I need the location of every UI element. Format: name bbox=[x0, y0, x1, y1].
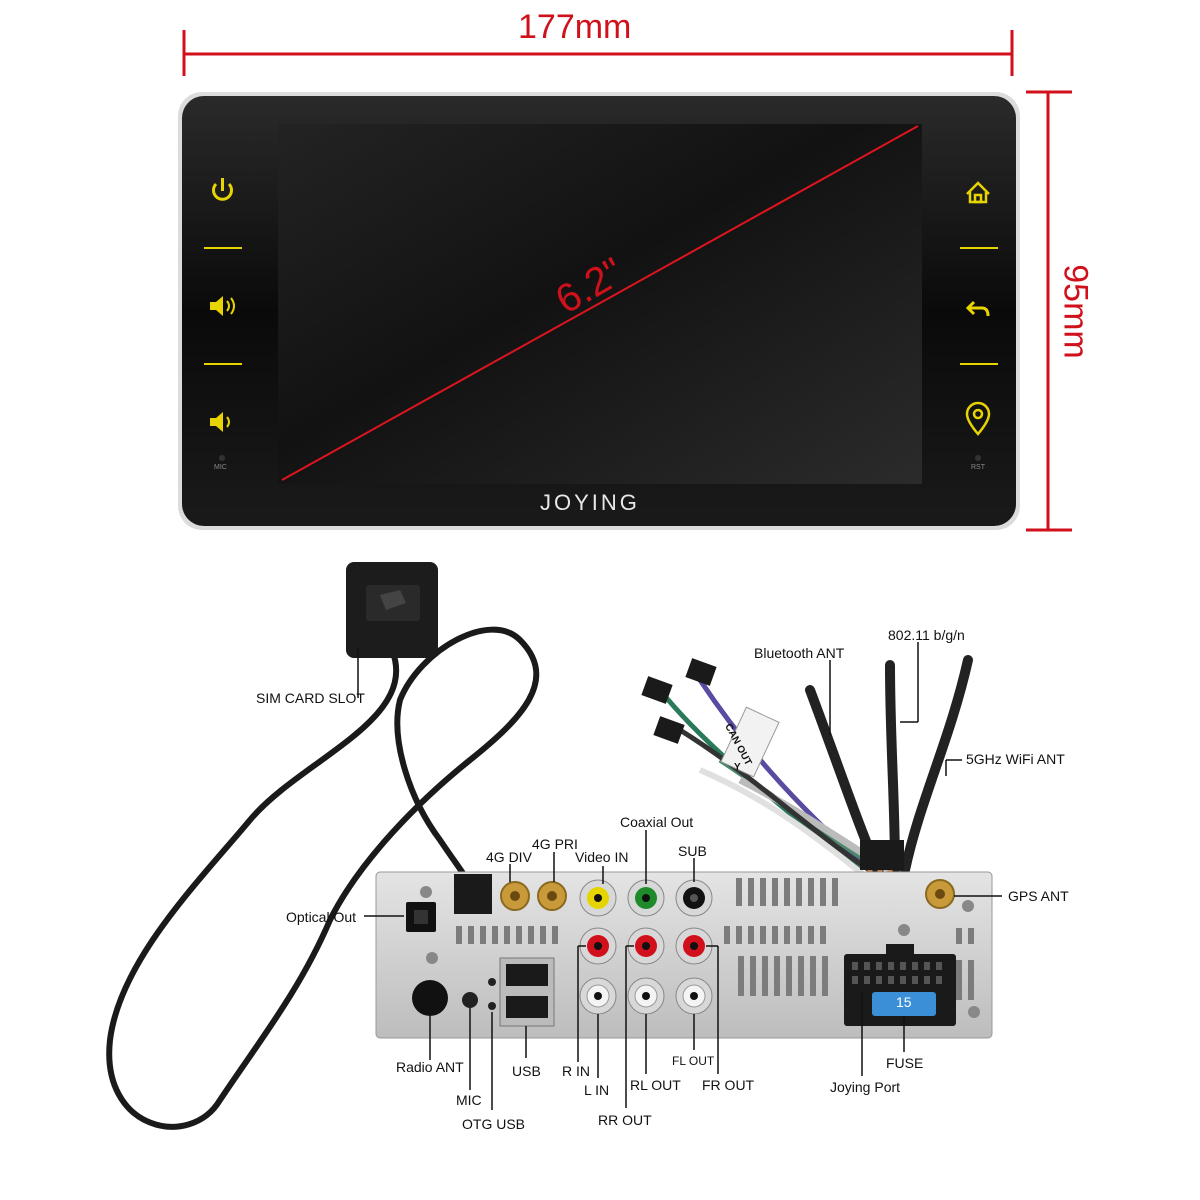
label-fl-out: FL OUT bbox=[672, 1054, 715, 1068]
label-rl-out: RL OUT bbox=[630, 1077, 681, 1093]
mic-hole bbox=[219, 455, 225, 461]
fuse bbox=[872, 992, 936, 1016]
radio-ant-port[interactable] bbox=[412, 980, 448, 1016]
brand-logo: JOYING bbox=[540, 490, 640, 515]
label-fuse: FUSE bbox=[886, 1055, 924, 1071]
mic-port[interactable] bbox=[462, 992, 478, 1008]
height-dimension bbox=[1026, 90, 1072, 532]
label-sub: SUB bbox=[678, 843, 707, 859]
fuse-rating: 15 bbox=[896, 994, 912, 1010]
wiring-harness bbox=[641, 655, 973, 900]
label-mic: MIC bbox=[456, 1092, 482, 1108]
label-rr-out: RR OUT bbox=[598, 1112, 652, 1128]
height-label: 95mm bbox=[1056, 264, 1095, 359]
label-gps-ant: GPS ANT bbox=[1008, 888, 1069, 904]
label-radio-ant: Radio ANT bbox=[396, 1059, 464, 1075]
label-4g-div: 4G DIV bbox=[486, 849, 532, 865]
label-otg-usb: OTG USB bbox=[462, 1116, 526, 1132]
label-l-in: L IN bbox=[584, 1082, 610, 1098]
home-icon[interactable] bbox=[966, 181, 990, 204]
volume-down-icon[interactable] bbox=[210, 412, 230, 432]
back-icon[interactable] bbox=[965, 300, 990, 317]
label-wifi-80211: 802.11 b/g/n bbox=[888, 627, 965, 643]
volume-up-icon[interactable] bbox=[210, 296, 235, 316]
rst-hole bbox=[975, 455, 981, 461]
width-label: 177mm bbox=[518, 8, 632, 46]
label-video-in: Video IN bbox=[575, 849, 629, 865]
label-joying-port: Joying Port bbox=[830, 1079, 901, 1095]
power-icon[interactable] bbox=[212, 178, 233, 201]
callout-lines bbox=[357, 642, 1002, 1110]
width-dimension bbox=[182, 30, 1014, 76]
label-coaxial-out: Coaxial Out bbox=[620, 814, 694, 830]
label-optical-out: Optical Out bbox=[286, 909, 357, 925]
label-fr-out: FR OUT bbox=[702, 1077, 755, 1093]
label-wifi-5ghz: 5GHz WiFi ANT bbox=[966, 751, 1065, 767]
gps-pin-icon[interactable] bbox=[965, 401, 991, 436]
cable-tag-y: Y bbox=[734, 762, 741, 773]
head-unit-front bbox=[178, 92, 1020, 530]
label-4g-pri: 4G PRI bbox=[532, 836, 578, 852]
sim-plug bbox=[454, 874, 492, 914]
label-bluetooth-ant: Bluetooth ANT bbox=[754, 645, 845, 661]
sim-cable bbox=[106, 562, 540, 1130]
rst-label: RST bbox=[971, 464, 985, 471]
label-usb: USB bbox=[512, 1063, 541, 1079]
mic-label: MIC bbox=[214, 464, 227, 471]
rear-chassis bbox=[375, 840, 993, 1039]
label-sim-card-slot: SIM CARD SLOT bbox=[256, 690, 365, 706]
label-r-in: R IN bbox=[562, 1063, 590, 1079]
diagonal-line bbox=[281, 125, 919, 481]
